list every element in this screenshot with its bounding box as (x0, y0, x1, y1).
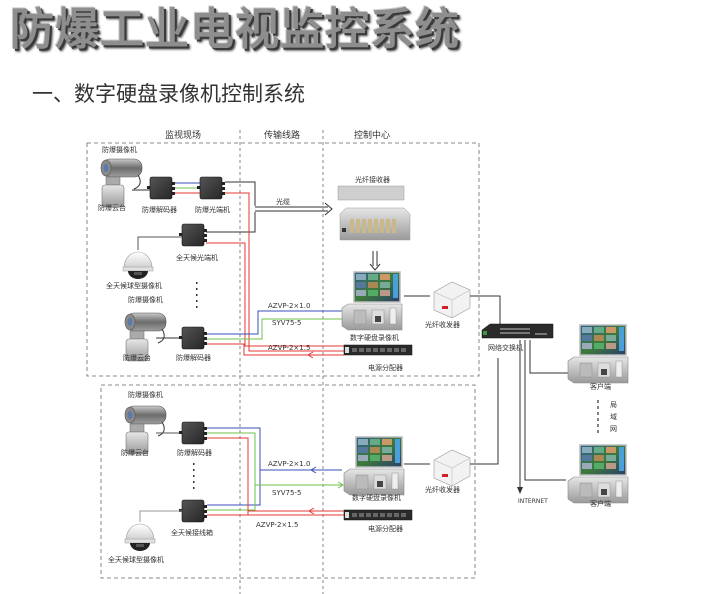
dvr-icon (341, 271, 403, 331)
top-power-label: 电源分配器 (368, 363, 403, 372)
bottom-cable-power-label: AZVP-2×1.5 (256, 521, 298, 529)
camera1-label: 防爆摄像机 (102, 145, 137, 154)
more-devices-dots (193, 463, 195, 489)
more-devices-dots (196, 282, 198, 308)
top-cable-video-label: SYV75-5 (272, 319, 301, 327)
decoder1-label: 防爆解码器 (142, 205, 177, 214)
decoder2-label: 防爆解码器 (176, 353, 211, 362)
network-links (519, 340, 570, 490)
zone-dividers (239, 130, 324, 594)
power-distributor-icon (343, 344, 413, 356)
camera2-label: 防爆摄像机 (128, 295, 163, 304)
fiber-arrow (255, 202, 333, 216)
client-pc-icon (567, 444, 629, 504)
fiber-transceiver-icon (433, 281, 471, 319)
dome-optical-transmitter-icon (178, 223, 208, 247)
fiber-receiver-panel-icon (337, 185, 405, 201)
bottom-cable-video-label: SYV75-5 (272, 489, 301, 497)
fiber-cable-lines (206, 181, 256, 233)
bottom-decoder-icon (178, 421, 208, 445)
lan-label-2: 域 (610, 412, 617, 421)
bottom-transceiver-label: 光纤收发器 (425, 485, 460, 494)
bottom-dome-label: 全天候球型摄像机 (108, 555, 164, 564)
fiber-receiver-chassis-icon (339, 207, 411, 241)
explosion-proof-camera-icon (100, 158, 143, 208)
internet-label: INTERNET (518, 498, 548, 505)
zone-label-field: 监视现场 (165, 129, 201, 141)
explosion-proof-camera-icon (124, 405, 167, 455)
bottom-decoder-label: 防爆解码器 (177, 448, 212, 457)
client1-label: 客户端 (590, 382, 611, 391)
main-title: 防爆工业电视监控系统 (10, 4, 460, 55)
zone-label-transmission: 传输线路 (264, 129, 300, 141)
lan-label-1: 局 (610, 401, 617, 409)
bottom-dvr-label: 数字硬盘录像机 (352, 493, 401, 502)
dome-camera-label: 全天候球型摄像机 (106, 281, 162, 290)
section-subtitle: 一、数字硬盘录像机控制系统 (32, 82, 305, 106)
bottom-dvr-icon (343, 436, 405, 496)
decoder1-icon (146, 176, 176, 200)
client2-label: 客户端 (590, 499, 611, 508)
top-transceiver-label: 光纤收发器 (425, 320, 460, 329)
top-group-box (86, 142, 480, 377)
junction-box-label: 全天候接线箱 (171, 528, 213, 537)
receiver-to-dvr-arrow (369, 251, 381, 271)
network-switch-icon (481, 323, 554, 339)
ptz2-label: 防爆云台 (123, 353, 151, 362)
optical-transmitter-label: 防爆光端机 (195, 205, 230, 214)
zone-label-control: 控制中心 (354, 129, 390, 141)
switch-label: 网络交换机 (488, 343, 523, 352)
top-dvr-label: 数字硬盘录像机 (350, 333, 399, 342)
decoder2-icon (178, 326, 208, 350)
top-cable-control-label: AZVP-2×1.0 (268, 302, 310, 310)
bottom-power-distributor-icon (343, 509, 413, 521)
fiber-label: 光缆 (276, 197, 290, 206)
client-pc-icon (567, 324, 629, 384)
internet-arrow (517, 487, 523, 494)
bottom-power-label: 电源分配器 (368, 524, 403, 533)
dome-camera-icon (122, 251, 154, 280)
optical-transmitter-icon (196, 176, 226, 200)
junction-box-icon (178, 499, 208, 523)
bottom-cables (207, 427, 344, 516)
bottom-ptz-label: 防爆云台 (121, 448, 149, 457)
bottom-transceiver-icon (433, 449, 471, 487)
lan-label-3: 网 (610, 425, 617, 433)
fiber-receiver-label: 光纤接收器 (355, 175, 390, 184)
bottom-camera-label: 防爆摄像机 (128, 390, 163, 399)
ptz1-label: 防爆云台 (98, 203, 126, 212)
bottom-group-box (100, 384, 476, 579)
bottom-cable-control-label: AZVP-2×1.0 (268, 460, 310, 468)
top-cable-power-label: AZVP-2×1.5 (268, 344, 310, 352)
dome-camera-icon (124, 523, 156, 552)
dome-optical-label: 全天候光端机 (176, 253, 218, 262)
